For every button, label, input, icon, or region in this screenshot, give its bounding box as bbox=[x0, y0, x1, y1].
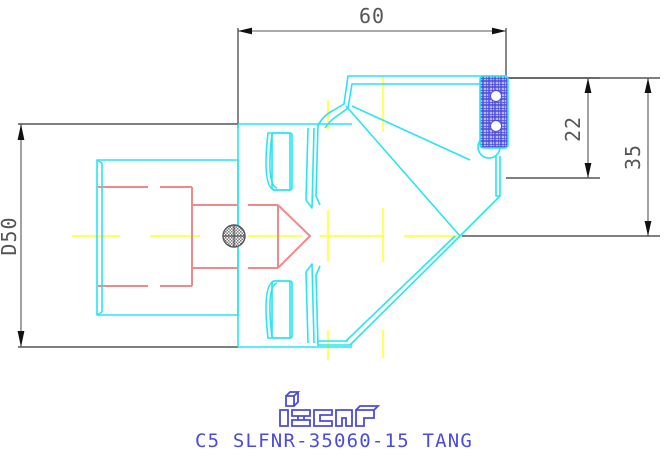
insert-body bbox=[479, 75, 509, 149]
dimension-label-d50: D50 bbox=[0, 216, 21, 255]
dimension-height-35: 35 bbox=[460, 77, 660, 237]
relief-slot-lower-2 bbox=[315, 265, 321, 347]
pocket-lower-inner bbox=[269, 282, 278, 338]
logo-r-top bbox=[355, 405, 381, 411]
logo-letter-s bbox=[291, 409, 311, 427]
logo-letter-c bbox=[313, 409, 333, 427]
head-top-face-inner bbox=[324, 83, 506, 129]
dimension-diameter-d50: D50 bbox=[0, 123, 238, 348]
arrowhead-bottom bbox=[584, 163, 592, 178]
logo-letter-r bbox=[355, 409, 375, 427]
head-bottom-diagonal bbox=[349, 235, 461, 346]
shank-chamfer-lines bbox=[96, 159, 103, 316]
insert-hole-upper bbox=[490, 90, 502, 102]
head-lower-right-chamfer bbox=[459, 195, 501, 237]
relief-slot-upper bbox=[305, 127, 315, 209]
pocket-lower-seat bbox=[271, 280, 293, 339]
pocket-upper-seat bbox=[271, 132, 293, 191]
logo-letter-a bbox=[335, 409, 353, 427]
coolant-hole-symbol bbox=[222, 224, 246, 248]
arrowhead-bottom bbox=[17, 331, 25, 347]
arrowhead-left bbox=[238, 27, 252, 35]
shank-block-outer bbox=[96, 159, 239, 316]
arrowhead-bottom bbox=[644, 221, 652, 236]
head-top-face bbox=[317, 75, 506, 127]
carbide-insert bbox=[479, 75, 509, 149]
dimension-label-35: 35 bbox=[621, 144, 645, 170]
logo-i-dot-top bbox=[285, 391, 301, 397]
logo-i-dot-side bbox=[293, 392, 299, 407]
relief-slot-upper-2 bbox=[315, 124, 321, 206]
dimension-height-22: 22 bbox=[506, 77, 600, 179]
dimension-length-60: 60 bbox=[237, 4, 507, 128]
arrowhead-top bbox=[584, 78, 592, 93]
head-right-face bbox=[495, 156, 501, 197]
arrowhead-top bbox=[644, 78, 652, 93]
relief-slot-lower bbox=[305, 263, 315, 344]
arrowhead-top bbox=[17, 124, 25, 140]
dimension-label-22: 22 bbox=[561, 116, 585, 142]
logo-i-dot bbox=[285, 395, 295, 407]
part-number-label: C5 SLFNR-35060-15 TANG bbox=[195, 430, 473, 452]
iscar-logo bbox=[279, 391, 381, 427]
hidden-lines-internal bbox=[98, 186, 312, 287]
hidden-line-cone bbox=[277, 204, 312, 269]
dimension-label-60: 60 bbox=[359, 4, 385, 28]
logo-letter-i bbox=[279, 409, 289, 427]
center-lines bbox=[72, 76, 462, 360]
head-rib-diagonal-2 bbox=[351, 105, 471, 161]
pocket-upper-inner bbox=[269, 133, 278, 189]
tool-body-outline bbox=[96, 75, 506, 348]
arrowhead-right bbox=[492, 27, 506, 35]
head-rib-diagonal bbox=[345, 105, 461, 237]
head-bottom-diagonal-2 bbox=[345, 235, 456, 342]
insert-hole-lower bbox=[490, 120, 502, 132]
